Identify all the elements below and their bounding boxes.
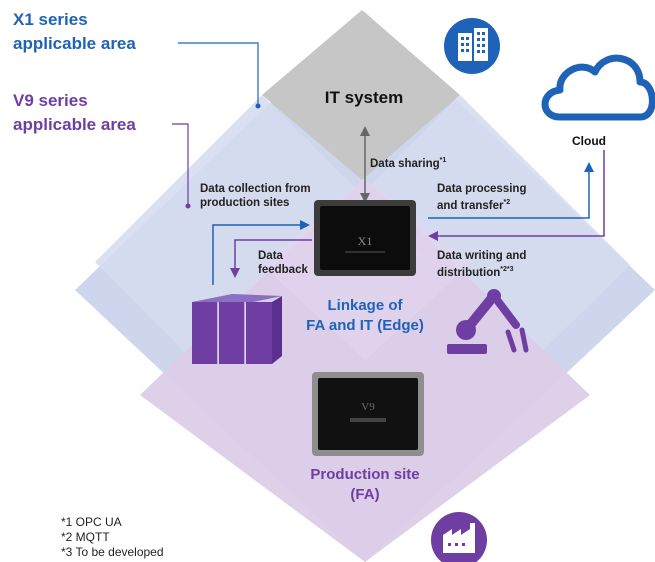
x1-area-line1: X1 series: [13, 10, 88, 29]
data-sharing-text: Data sharing: [370, 157, 440, 170]
footnote-3: *3 To be developed: [61, 545, 164, 559]
edge-line1: Linkage of: [327, 297, 403, 314]
v9-leader-line: [172, 123, 189, 205]
data-feedback-line2: feedback: [258, 264, 308, 276]
data-writing-arrow: [436, 150, 605, 237]
edge-device-screen: [320, 206, 410, 270]
arrow-head-down-purple: [230, 268, 240, 278]
data-processing-label: Data processing and transfer*2: [437, 182, 526, 213]
it-system-label: IT system: [324, 88, 404, 107]
data-collection-line1: Data collection from: [200, 183, 311, 195]
factory-icon: [431, 512, 487, 562]
data-feedback-line1: Data: [258, 250, 283, 262]
production-device-screen: [318, 378, 418, 450]
edge-device-label: X1: [358, 234, 373, 248]
production-device-label: V9: [361, 401, 375, 413]
cloud-label: Cloud: [572, 134, 606, 148]
data-writing-label: Data writing and distribution*2*3: [437, 249, 526, 280]
data-sharing-label: Data sharing*1: [370, 154, 446, 171]
data-processing-arrow: [428, 170, 590, 219]
production-device-bar: [350, 418, 386, 422]
v9-area-diamond: [140, 178, 590, 562]
data-processing-line2-wrap: and transfer*2: [437, 196, 526, 213]
x1-leader-line: [178, 42, 259, 105]
data-processing-line2: and transfer: [437, 199, 504, 212]
production-site-label: Production site (FA): [285, 465, 445, 505]
robot-arm-icon: [447, 289, 529, 354]
data-writing-line1: Data writing and: [437, 250, 527, 262]
v9-leader-dot: [185, 203, 191, 209]
data-collection-label: Data collection from production sites: [200, 182, 311, 210]
building-icon: [444, 18, 500, 74]
production-line2: (FA): [350, 486, 380, 503]
data-collection-line2: production sites: [200, 197, 290, 209]
v9-area-label: V9 series applicable area: [13, 89, 136, 137]
it-system-diamond: [262, 10, 460, 180]
data-writing-note: *2*3: [500, 266, 514, 273]
boxes-icon: [192, 294, 282, 364]
data-writing-line2-wrap: distribution*2*3: [437, 263, 526, 280]
inner-left-diamond: [95, 95, 430, 430]
footnote-1: *1 OPC UA: [61, 515, 122, 529]
x1-area-label: X1 series applicable area: [13, 8, 136, 56]
v9-area-line1: V9 series: [13, 91, 88, 110]
data-sharing-note: *1: [439, 157, 447, 164]
arrow-head-up: [360, 126, 370, 136]
data-feedback-arrow: [234, 239, 312, 270]
v9-area-line2: applicable area: [13, 115, 136, 134]
arrow-head-right: [300, 220, 310, 230]
x1-area-line2: applicable area: [13, 34, 136, 53]
arrow-head-up-blue: [584, 162, 594, 172]
arrow-head-down: [360, 193, 370, 203]
arrow-head-left-purple: [428, 231, 438, 241]
cloud-icon: [541, 54, 655, 121]
edge-label: Linkage of FA and IT (Edge): [285, 296, 445, 336]
production-line1: Production site: [310, 466, 420, 483]
data-feedback-label: Data feedback: [258, 249, 308, 277]
x1-leader-dot: [255, 103, 261, 109]
data-collection-arrow: [212, 224, 302, 285]
footnotes: *1 OPC UA *2 MQTT *3 To be developed: [61, 515, 164, 560]
data-writing-line2: distribution: [437, 266, 501, 279]
data-processing-line1: Data processing: [437, 183, 527, 195]
data-processing-note: *2: [503, 199, 511, 206]
edge-line2: FA and IT (Edge): [306, 317, 424, 334]
footnote-2: *2 MQTT: [61, 530, 110, 544]
